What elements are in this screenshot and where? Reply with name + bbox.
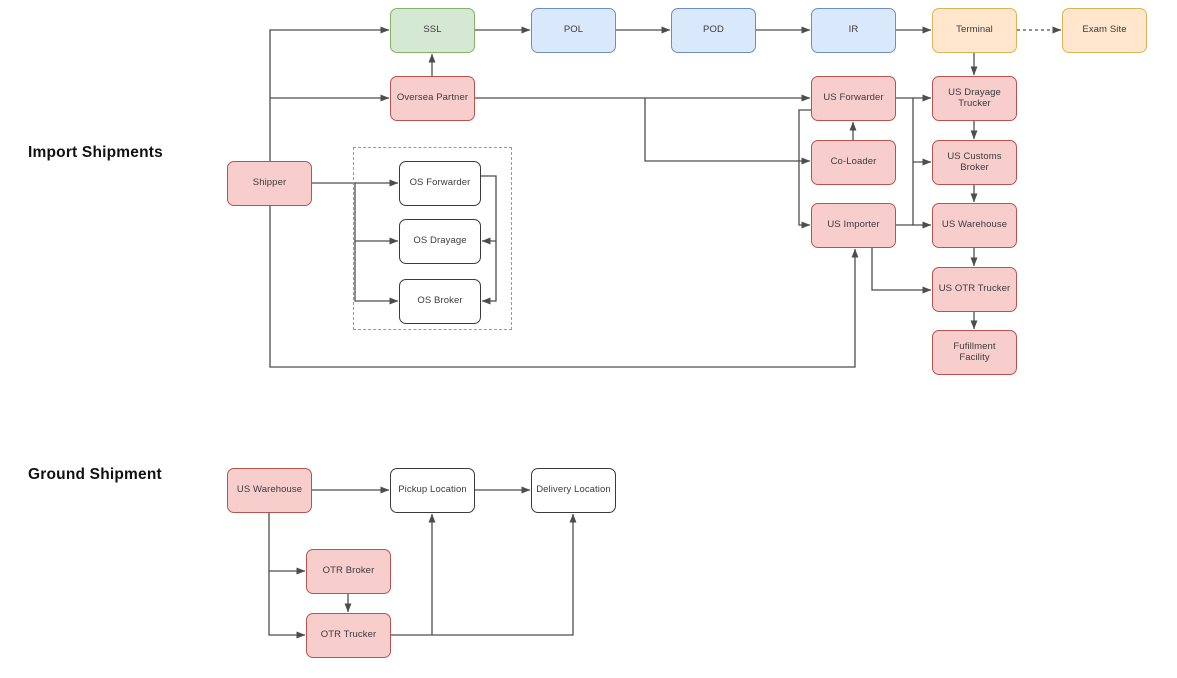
node-label: Oversea Partner bbox=[396, 92, 469, 104]
node-g-otr-trucker[interactable]: OTR Trucker bbox=[306, 613, 391, 658]
edge-bus-warehouse bbox=[896, 97, 932, 229]
node-us-otr-trucker[interactable]: US OTR Trucker bbox=[932, 267, 1017, 312]
node-label: Terminal bbox=[956, 24, 993, 36]
node-label: US Importer bbox=[827, 219, 880, 231]
node-label: US Warehouse bbox=[236, 484, 303, 496]
node-label: OTR Trucker bbox=[320, 629, 377, 641]
node-shipper[interactable]: Shipper bbox=[227, 161, 312, 206]
edge-us-forwarder-us-importer bbox=[798, 109, 811, 229]
node-label: POD bbox=[703, 24, 724, 36]
node-ssl[interactable]: SSL bbox=[390, 8, 475, 53]
node-label: US Drayage Trucker bbox=[948, 86, 1001, 109]
node-pol[interactable]: POL bbox=[531, 8, 616, 53]
node-os-drayage[interactable]: OS Drayage bbox=[399, 219, 481, 264]
node-label: OTR Broker bbox=[322, 565, 375, 577]
node-label: IR bbox=[848, 24, 859, 36]
edge-us-importer-us-otr bbox=[871, 248, 932, 294]
node-label: OS Broker bbox=[417, 295, 463, 307]
node-us-warehouse[interactable]: US Warehouse bbox=[932, 203, 1017, 248]
node-g-us-warehouse[interactable]: US Warehouse bbox=[227, 468, 312, 513]
section-title-import: Import Shipments bbox=[28, 144, 163, 161]
node-label: US Warehouse bbox=[941, 219, 1008, 231]
node-label: Exam Site bbox=[1082, 24, 1127, 36]
node-label: Shipper bbox=[252, 177, 287, 189]
node-us-customs-broker[interactable]: US Customs Broker bbox=[932, 140, 1017, 185]
edge-g-otr-trucker-delivery bbox=[432, 513, 577, 636]
section-title-ground: Ground Shipment bbox=[28, 466, 162, 483]
node-label: POL bbox=[563, 24, 584, 36]
node-g-delivery-location[interactable]: Delivery Location bbox=[531, 468, 616, 513]
node-label: Pickup Location bbox=[398, 484, 467, 496]
node-us-importer[interactable]: US Importer bbox=[811, 203, 896, 248]
node-label: US OTR Trucker bbox=[938, 283, 1011, 295]
node-label: Delivery Location bbox=[536, 484, 611, 496]
node-terminal[interactable]: Terminal bbox=[932, 8, 1017, 53]
edge-g-warehouse-otr-broker bbox=[268, 513, 306, 575]
node-label: Co-Loader bbox=[830, 156, 877, 168]
node-g-pickup-location[interactable]: Pickup Location bbox=[390, 468, 475, 513]
node-co-loader[interactable]: Co-Loader bbox=[811, 140, 896, 185]
edge-g-otr-trucker-pickup bbox=[391, 513, 436, 636]
node-label: US Customs Broker bbox=[947, 150, 1002, 173]
edge-g-warehouse-otr-trucker bbox=[268, 571, 306, 639]
node-label: Fufillment Facility bbox=[953, 340, 996, 363]
node-us-drayage-trucker[interactable]: US Drayage Trucker bbox=[932, 76, 1017, 121]
node-exam-site[interactable]: Exam Site bbox=[1062, 8, 1147, 53]
node-g-otr-broker[interactable]: OTR Broker bbox=[306, 549, 391, 594]
node-os-forwarder[interactable]: OS Forwarder bbox=[399, 161, 481, 206]
node-os-broker[interactable]: OS Broker bbox=[399, 279, 481, 324]
node-label: US Forwarder bbox=[823, 92, 884, 104]
node-label: OS Forwarder bbox=[409, 177, 471, 189]
node-pod[interactable]: POD bbox=[671, 8, 756, 53]
node-oversea-partner[interactable]: Oversea Partner bbox=[390, 76, 475, 121]
node-label: OS Drayage bbox=[413, 235, 467, 247]
node-label: SSL bbox=[423, 24, 442, 36]
node-fufillment-facility[interactable]: Fufillment Facility bbox=[932, 330, 1017, 375]
edge-oversea-co-loader bbox=[644, 98, 811, 165]
node-ir[interactable]: IR bbox=[811, 8, 896, 53]
os-partner-group bbox=[353, 147, 512, 330]
node-us-forwarder[interactable]: US Forwarder bbox=[811, 76, 896, 121]
